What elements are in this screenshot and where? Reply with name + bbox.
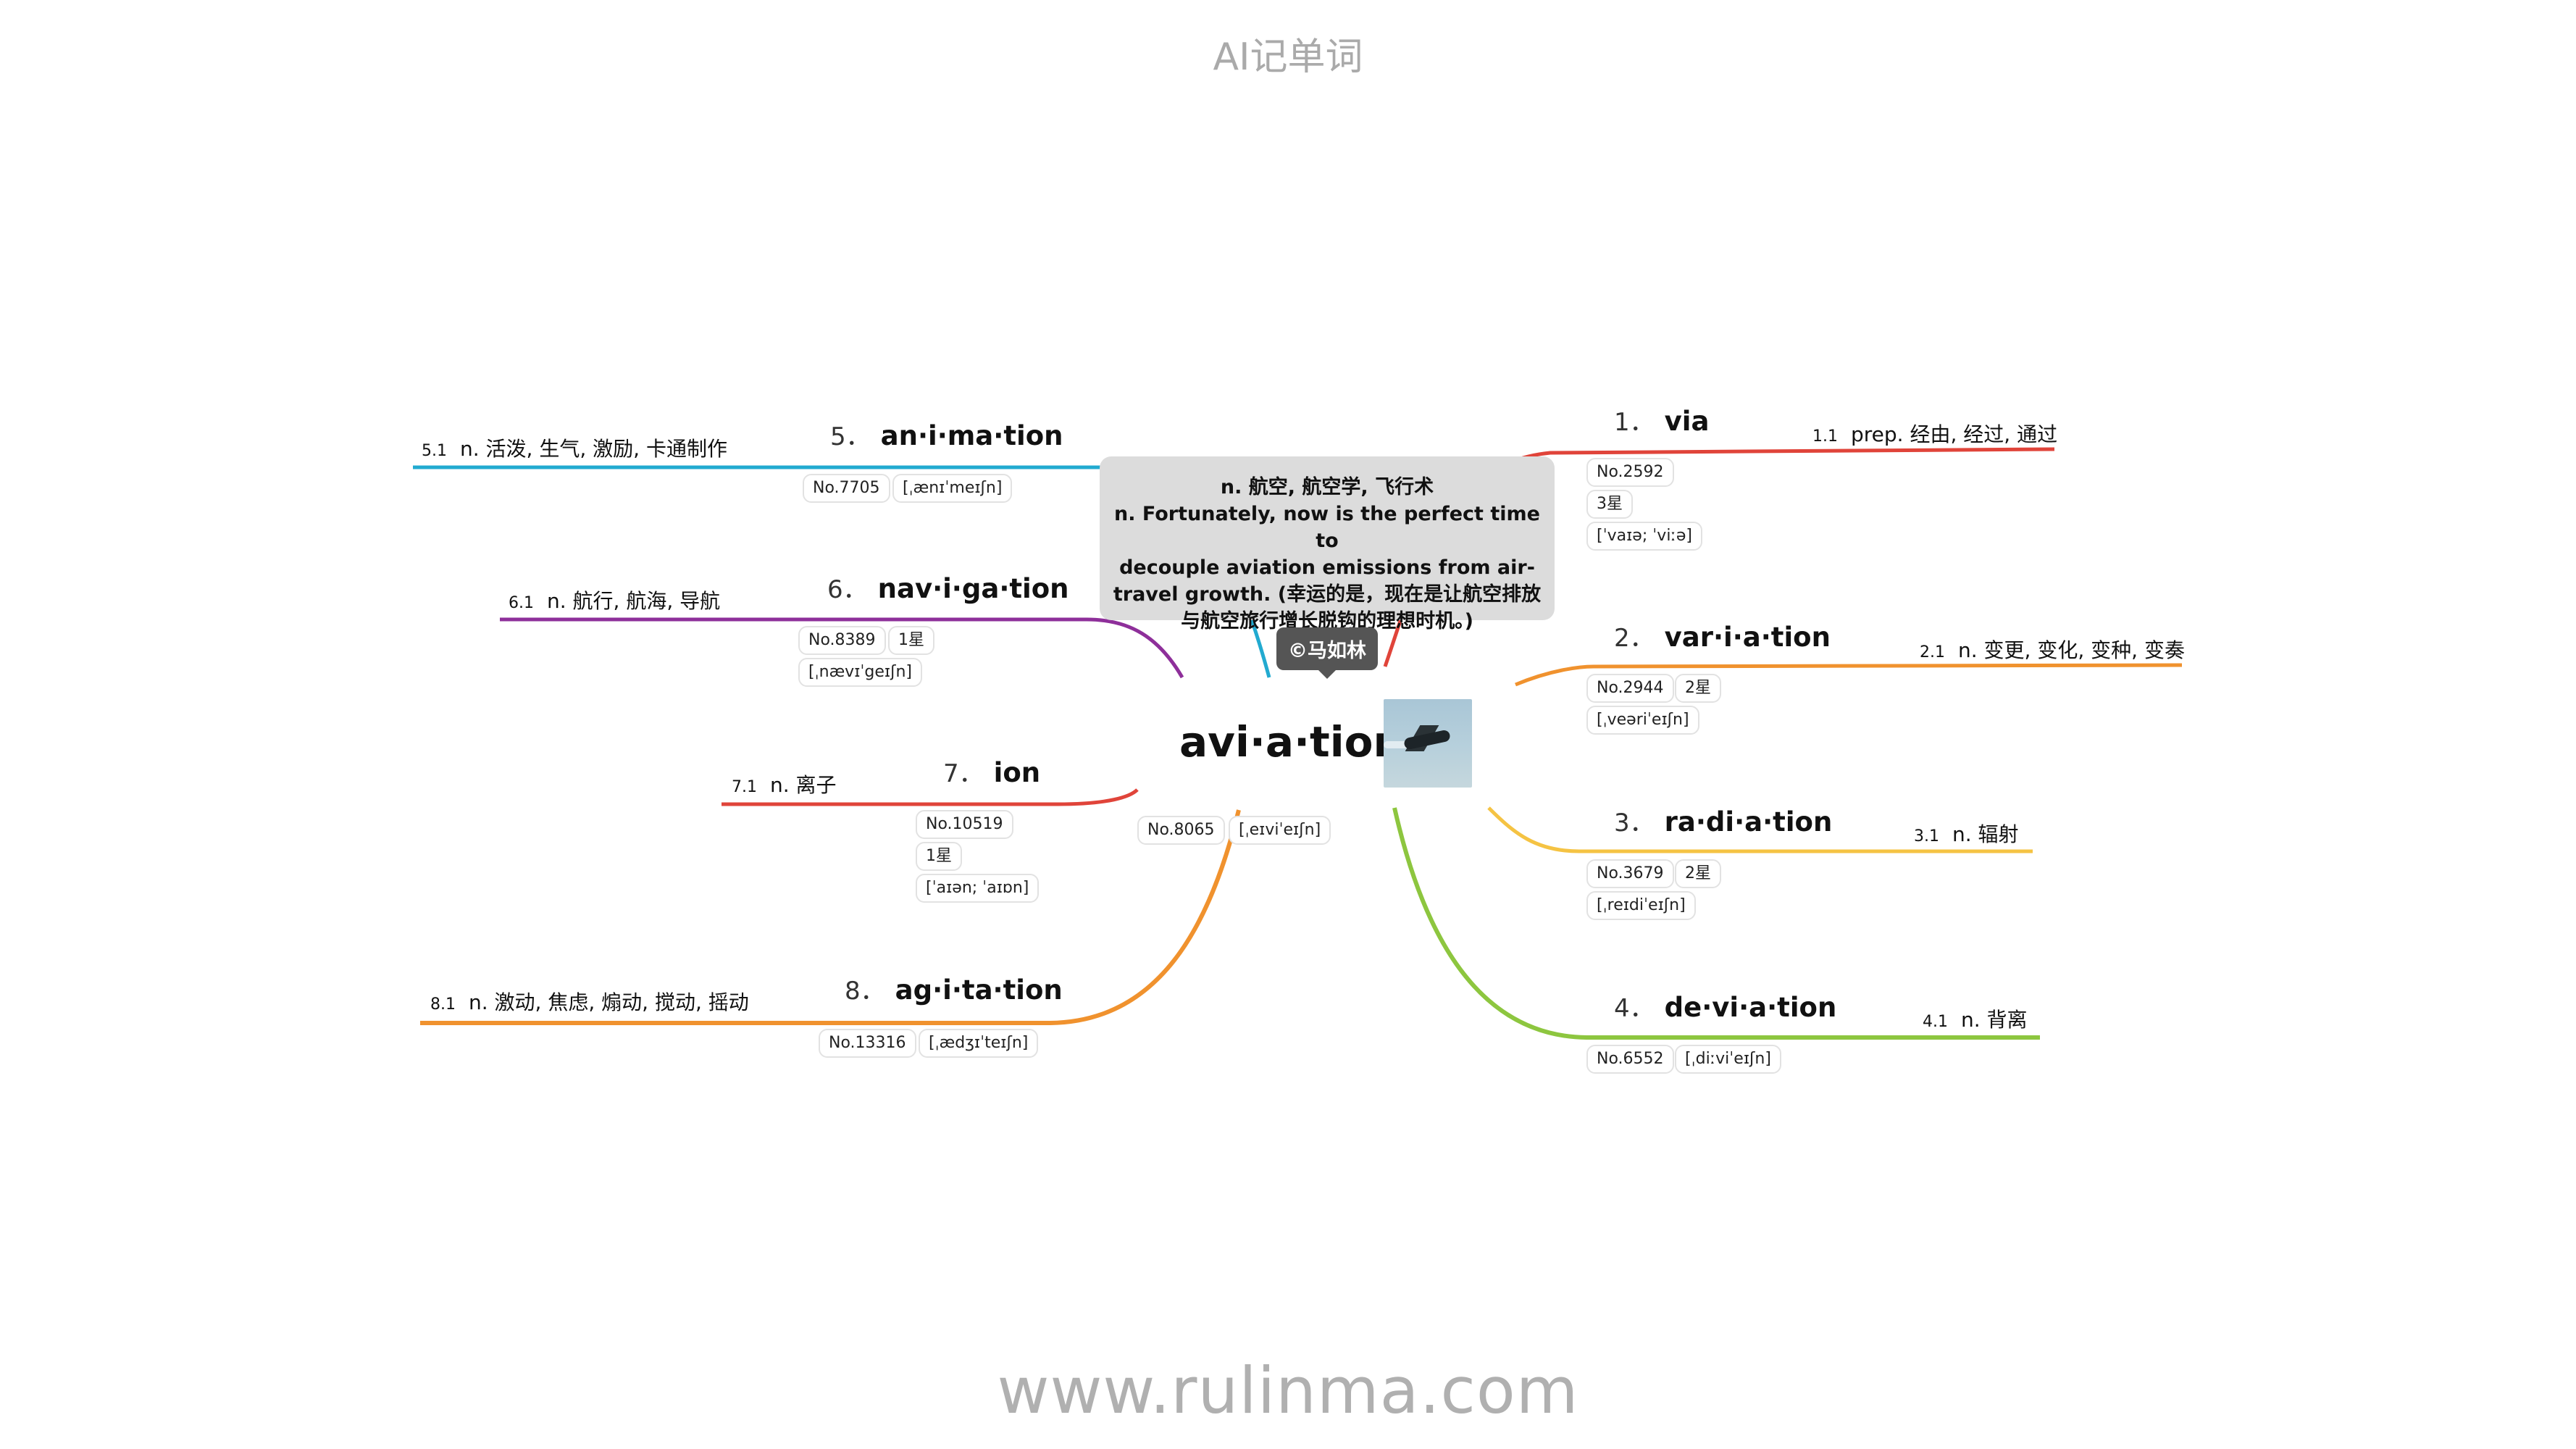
branch-5-index: 5． [830,422,871,451]
branch-3-def-index: 3.1 [1914,827,1939,845]
branch-2-connector [1515,663,2183,687]
center-word[interactable]: avi·a·tion [1179,717,1403,767]
branch-6-definition: 6.1 n. 航行, 航海, 导航 [509,585,720,614]
branch-3-number-tag: No.3679 [1586,859,1674,888]
branch-6-star-tag: 1星 [888,626,934,655]
branch-6-number-tag: No.8389 [798,626,886,655]
branch-5-phonetic-tag: [ˌænɪˈmeɪʃn] [892,474,1013,503]
definition-line: decouple aviation emissions from air- [1119,556,1535,579]
branch-5-def-text: n. 活泼, 生气, 激励, 卡通制作 [460,437,727,461]
branch-3-phonetic-tag: [ˌreɪdiˈeɪʃn] [1586,891,1696,920]
branch-8-def-text: n. 激动, 焦虑, 煽动, 搅动, 摇动 [469,990,749,1014]
definition-callout: n. 航空, 航空学, 飞行术 n. Fortunately, now is t… [1100,456,1555,632]
branch-8-phonetic-tag: [ˌædʒɪˈteɪʃn] [919,1029,1039,1058]
branch-4-word-text: de·vi·a·tion [1664,992,1837,1023]
definition-line: n. Fortunately, now is the perfect time … [1114,503,1540,552]
branch-3-word[interactable]: 3． ra·di·a·tion [1614,803,1832,838]
branch-6-word[interactable]: 6． nav·i·ga·tion [827,569,1069,605]
branch-7-number-tag: No.10519 [916,810,1013,839]
branch-7-phonetic-tag: [ˈaɪən; ˈaɪɒn] [916,874,1040,903]
branch-4-connector [1392,807,2040,1040]
branch-5-def-index: 5.1 [422,442,447,460]
branch-7-def-index: 7.1 [732,778,757,796]
footer-url[interactable]: www.rulinma.com [997,1353,1579,1428]
author-badge: ©马如林 [1276,627,1378,679]
branch-7-star-tag: 1星 [916,842,962,871]
branch-2-definition: 2.1 n. 变更, 变化, 变种, 变奏 [1920,635,2185,664]
branch-2-word-text: var·i·a·tion [1664,622,1831,653]
branch-3-index: 3． [1614,809,1655,838]
branch-6-def-index: 6.1 [509,594,534,612]
branch-2-def-text: n. 变更, 变化, 变种, 变奏 [1958,638,2185,662]
branch-3-connector [1487,806,2033,853]
branch-2-index: 2． [1614,624,1655,653]
branch-4-index: 4． [1614,994,1655,1023]
branch-7-connector [722,788,1139,806]
branch-1-word[interactable]: 1． via [1614,402,1709,438]
branch-7-definition: 7.1 n. 离子 [732,769,837,798]
branch-7-word-text: ion [993,757,1041,788]
branch-1-phonetic-tag: [ˈvaɪə; ˈviːə] [1586,522,1702,551]
branch-3-definition: 3.1 n. 辐射 [1914,819,2019,848]
branch-7-word[interactable]: 7． ion [943,753,1040,789]
branch-4-word[interactable]: 4． de·vi·a·tion [1614,988,1836,1024]
branch-5-word[interactable]: 5． an·i·ma·tion [830,417,1063,452]
contrail-shape [1384,741,1420,748]
branch-3-star-tag: 2星 [1675,859,1721,888]
center-phonetic-tag: [ˌeɪviˈeɪʃn] [1229,816,1331,845]
branch-5-definition: 5.1 n. 活泼, 生气, 激励, 卡通制作 [422,433,727,462]
branch-6-index: 6． [827,575,868,604]
branch-7-def-text: n. 离子 [770,773,837,797]
branch-1-index: 1． [1614,408,1655,437]
branch-8-number-tag: No.13316 [819,1029,916,1058]
branch-6-def-text: n. 航行, 航海, 导航 [547,589,721,613]
branch-1-def-text: prep. 经由, 经过, 通过 [1851,422,2058,446]
branch-1-underline [1550,448,2055,454]
definition-line: travel growth. (幸运的是，现在是让航空排放 [1113,583,1542,606]
branch-8-word-text: ag·i·ta·tion [895,974,1063,1006]
branch-8-word[interactable]: 8． ag·i·ta·tion [845,971,1063,1006]
airplane-photo [1384,699,1472,788]
branch-2-star-tag: 2星 [1675,674,1721,703]
branch-2-number-tag: No.2944 [1586,674,1674,703]
branch-5-word-text: an·i·ma·tion [880,420,1063,451]
branch-5-number-tag: No.7705 [803,474,890,503]
branch-1-star-tag: 3星 [1586,490,1633,519]
branch-4-phonetic-tag: [ˌdiːviˈeɪʃn] [1675,1045,1781,1074]
branch-3-def-text: n. 辐射 [1952,822,2019,846]
branch-8-index: 8． [845,977,885,1006]
branch-1-word-text: via [1664,406,1710,437]
branch-8-definition: 8.1 n. 激动, 焦虑, 煽动, 搅动, 摇动 [430,987,749,1016]
branch-4-definition: 4.1 n. 背离 [1923,1004,2028,1033]
branch-6-word-text: nav·i·ga·tion [877,573,1069,604]
branch-8-def-index: 8.1 [430,995,456,1014]
branch-2-phonetic-tag: [ˌveəriˈeɪʃn] [1586,706,1699,735]
branch-4-number-tag: No.6552 [1586,1045,1674,1074]
branch-6-phonetic-tag: [ˌnævɪˈgeɪʃn] [798,658,923,687]
branch-8-connector [420,809,1241,1025]
branch-4-def-index: 4.1 [1923,1013,1948,1031]
branch-3-word-text: ra·di·a·tion [1664,806,1833,838]
branch-4-def-text: n. 背离 [1961,1008,2028,1032]
branch-1-definition: 1.1 prep. 经由, 经过, 通过 [1812,419,2057,448]
app-title: AI记单词 [1213,36,1363,79]
definition-line: n. 航空, 航空学, 飞行术 [1220,476,1434,498]
branch-1-def-index: 1.1 [1812,427,1838,446]
branch-6-connector [500,617,1184,679]
center-number-tag: No.8065 [1137,816,1225,845]
branch-2-def-index: 2.1 [1920,643,1945,661]
branch-2-word[interactable]: 2． var·i·a·tion [1614,618,1831,653]
branch-1-number-tag: No.2592 [1586,458,1674,487]
branch-7-index: 7． [943,759,984,788]
